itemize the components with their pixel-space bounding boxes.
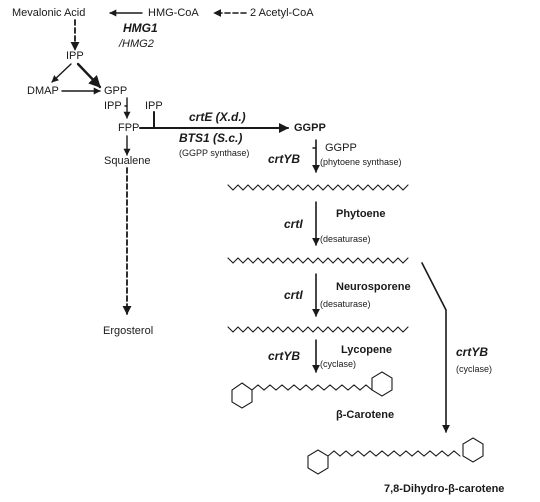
neurosporene-chain [227,257,409,264]
ergosterol-label: Ergosterol [103,325,154,337]
mevalonic-acid-label: Mevalonic Acid [12,7,86,19]
crtyb-2-enzyme-label: crtYB [268,349,301,363]
dmap-label: DMAP [27,85,59,97]
crtyb-3-enzyme-label: crtYB [456,345,489,359]
betacarotene-chain [251,384,373,391]
betacarotene-right-ring [371,371,393,397]
acetyl-coa-label: 2 Acetyl-CoA [250,7,314,19]
squalene-label: Squalene [104,155,151,167]
desaturase-2-label: (desaturase) [320,299,371,309]
arrow-neurosporene-to-dihydro [421,262,450,433]
ipp-a-label: IPP [104,100,122,112]
hmg2-enzyme-label: /HMG2 [119,38,154,50]
cyclase-2-label: (cyclase) [456,364,493,374]
hmg1-enzyme-label: HMG1 [123,21,158,35]
beta-carotene-label: β-Carotene [336,409,395,421]
crti-2-enzyme-label: crtI [284,288,303,302]
fpp-label: FPP [118,122,140,134]
ggpp-main-label: GGPP [294,122,326,134]
ipp-top-label: IPP [66,50,84,62]
phytoene-label: Phytoene [336,208,386,220]
crtyb-1-enzyme-label: crtYB [268,152,301,166]
neurosporene-label: Neurosporene [336,281,411,293]
cyclase-1-label: (cyclase) [320,359,357,369]
lycopene-chain [227,326,409,333]
ggpp-small-label: GGPP [325,142,357,154]
dihydro-beta-carotene-label: 7,8-Dihydro-β-carotene [384,483,505,495]
dihydro-right-ring [462,437,484,463]
crte-enzyme-label: crtE (X.d.) [189,110,246,124]
lycopene-label: Lycopene [341,344,392,356]
ggpp-synthase-label: (GGPP synthase) [179,148,250,158]
arrow-ipp-to-dmap [51,63,72,83]
crti-1-enzyme-label: crtI [284,217,303,231]
bts1-enzyme-label: BTS1 (S.c.) [179,131,243,145]
gpp-label: GPP [104,85,128,97]
hmg-coa-label: HMG-CoA [148,7,199,19]
desaturase-1-label: (desaturase) [320,234,371,244]
phytoene-chain [227,184,409,191]
dihydro-chain [327,450,461,457]
phytoene-synthase-label: (phytoene synthase) [320,157,402,167]
dihydro-left-ring [307,449,329,475]
arrow-ipp-to-gpp [76,62,102,89]
betacarotene-left-ring [231,382,253,409]
ipp-b-label: IPP [145,100,163,112]
